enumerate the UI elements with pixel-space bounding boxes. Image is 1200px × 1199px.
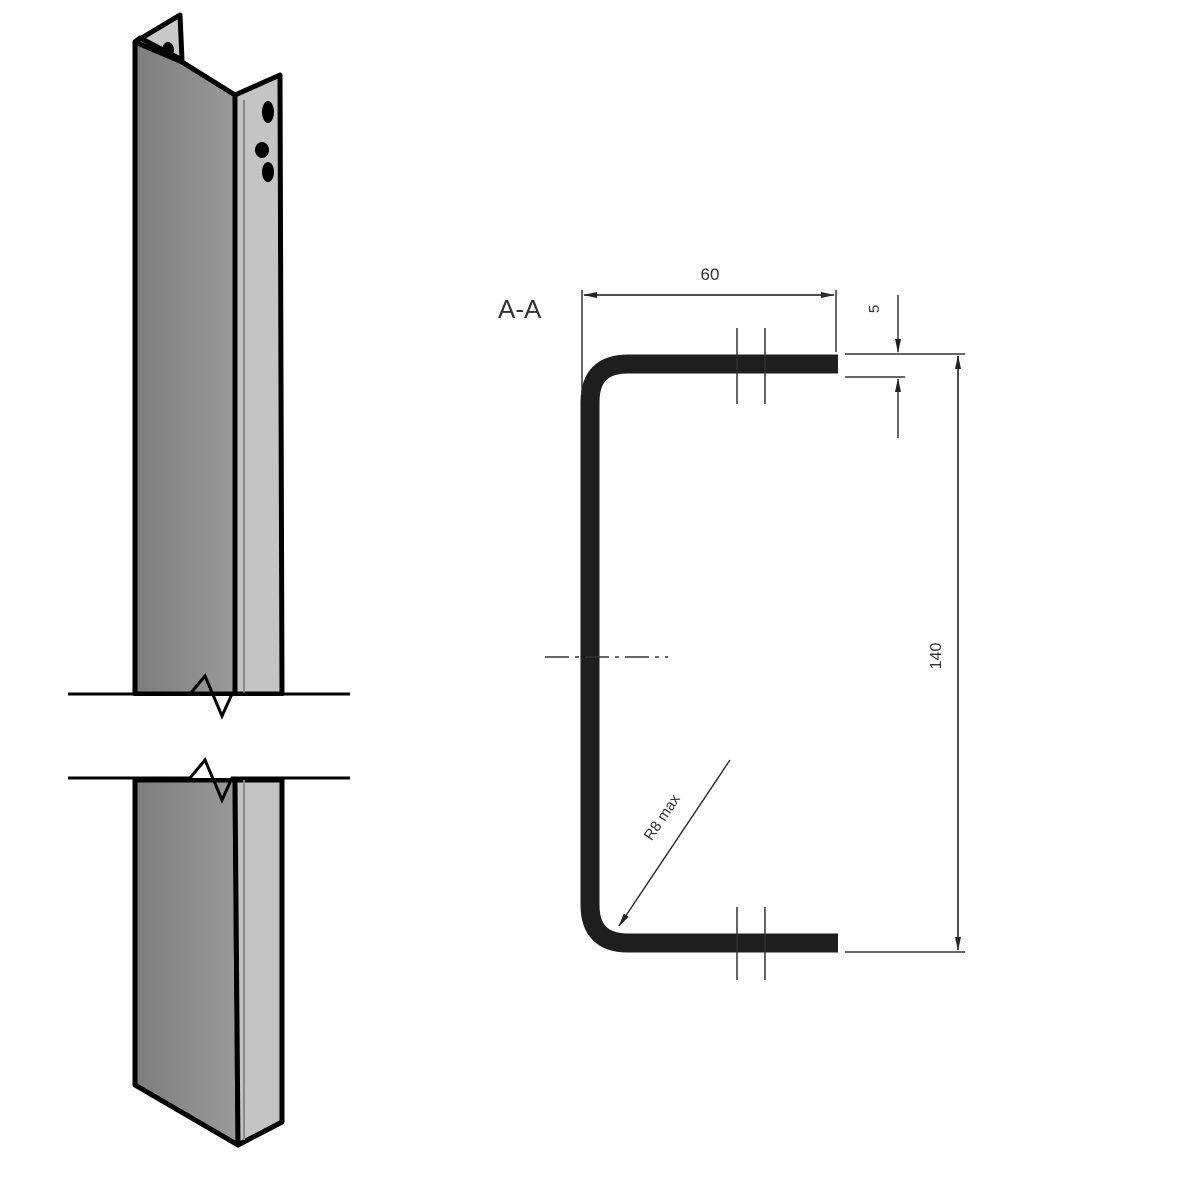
post-front-face-upper [132,39,238,697]
dimension-lines [545,290,965,980]
post-side-face-upper [232,72,285,697]
dimension-width: 60 [701,265,720,284]
post-hole [255,142,269,158]
break-lines [60,673,360,804]
dimension-thickness: 5 [866,305,883,313]
post-hole [262,162,274,182]
section-label: A-A [498,294,542,324]
post-hole [262,101,274,123]
dimension-radius: R8 max [641,791,684,844]
post-isometric [132,12,285,1148]
post-hole [162,42,174,58]
channel-profile [580,354,838,953]
dimension-height: 140 [928,643,945,670]
post-front-face-lower [132,777,241,1148]
post-side-face-lower [232,777,285,1148]
